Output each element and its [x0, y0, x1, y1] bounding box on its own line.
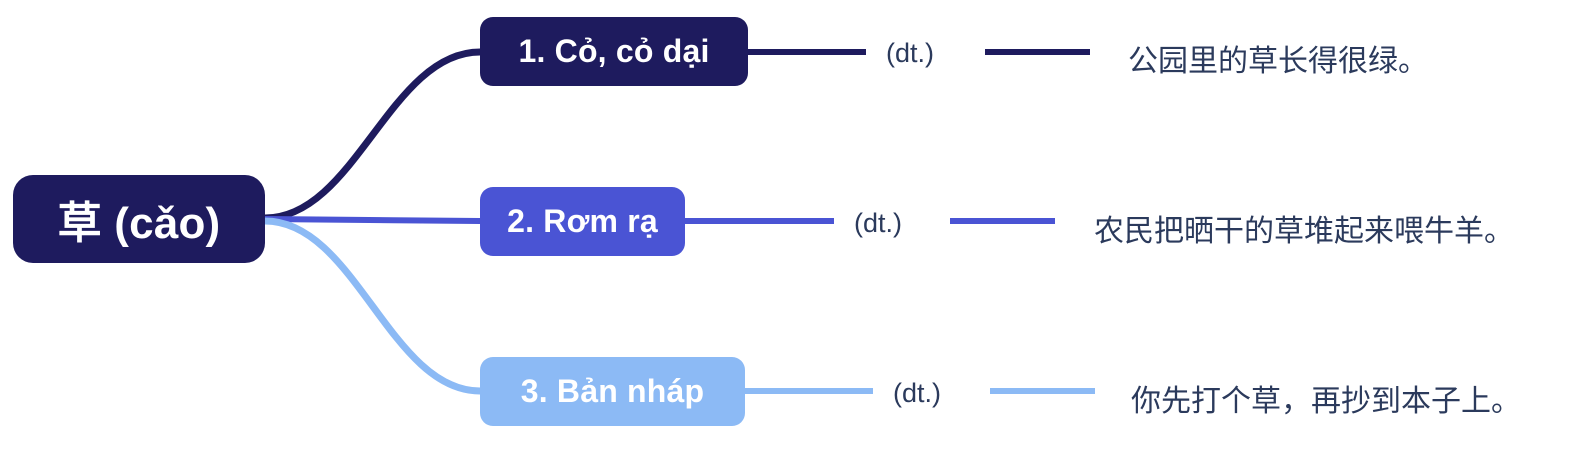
edge-root-to-branch-2 — [262, 216, 483, 224]
edge-root-to-branch-3 — [261, 217, 484, 395]
example-sentence-1: 公园里的草长得很绿。 — [1128, 45, 1428, 78]
example-sentence-2: 农民把晒干的草堆起来喂牛羊。 — [1094, 215, 1514, 248]
part-of-speech-label-1: (dt.) — [886, 38, 935, 68]
root-node[interactable]: 草 (cǎo) — [13, 175, 265, 263]
branch-node-1[interactable]: 1. Cỏ, cỏ dại — [480, 17, 748, 86]
part-of-speech-label-2: (dt.) — [854, 208, 903, 238]
branch-node-3[interactable]: 3. Bản nháp — [480, 357, 745, 426]
branch-node-2[interactable]: 2. Rơm rạ — [480, 187, 685, 256]
example-sentence-3: 你先打个草，再抄到本子上。 — [1131, 385, 1521, 418]
part-of-speech-label-3: (dt.) — [893, 378, 942, 408]
edge-root-to-branch-1 — [261, 48, 484, 222]
